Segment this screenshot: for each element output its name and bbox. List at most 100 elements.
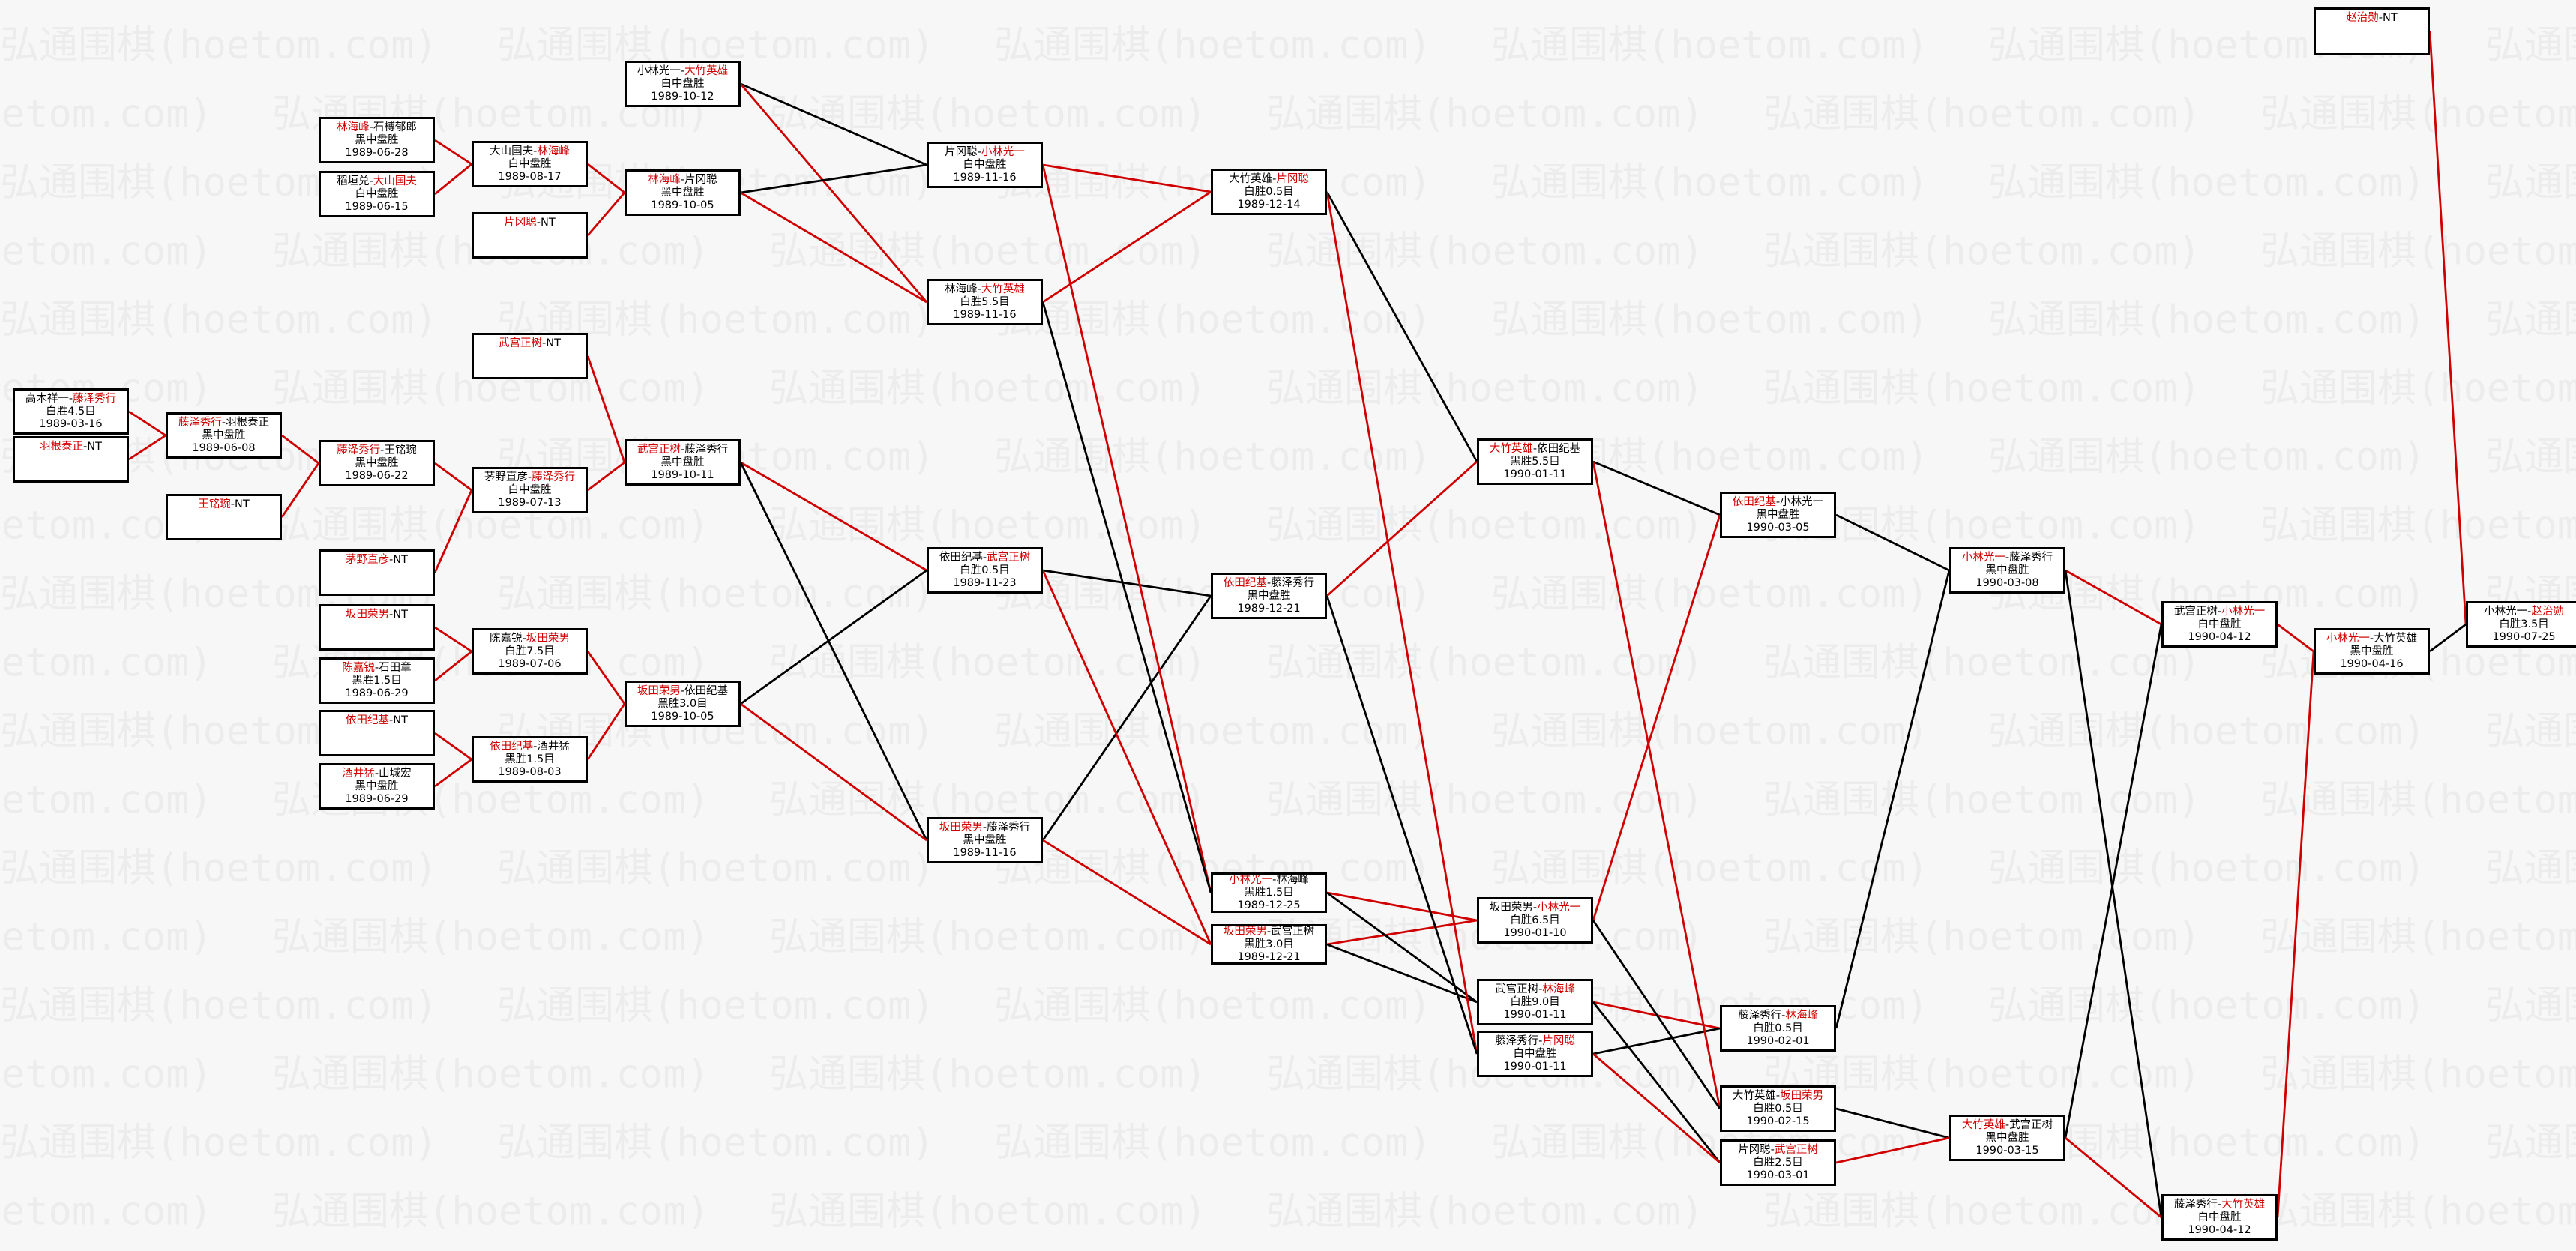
game-players: 小林光一-林海峰 (1229, 875, 1309, 887)
game-result: 白胜0.5目 (1753, 1022, 1803, 1034)
watermark-text: 弘通围棋(hoetom.com) (2260, 1052, 2576, 1097)
black-player: 藤泽秀行 (1738, 1009, 1782, 1022)
black-player: 茅野直彦 (484, 471, 528, 483)
game-box[interactable]: 赵治勋-NT (2314, 7, 2430, 55)
black-player: 依田纪基 (939, 551, 983, 564)
game-box[interactable]: 武宫正树-NT (472, 333, 588, 379)
game-box[interactable]: 坂田荣男-NT (319, 604, 435, 651)
bracket-line (740, 569, 927, 705)
black-player: 片冈聪 (945, 145, 978, 158)
bracket-line (128, 410, 166, 437)
bracket-line (587, 163, 625, 194)
bracket-line (434, 732, 472, 761)
game-players: 武宫正树-NT (499, 337, 561, 350)
game-date: 1989-07-13 (498, 496, 562, 509)
game-result: 白胜0.5目 (960, 564, 1010, 576)
white-player: 武宫正树 (987, 551, 1031, 564)
game-date: 1990-04-12 (2188, 1223, 2251, 1236)
game-players: 小林光一-大竹英雄 (637, 65, 728, 78)
game-result: 白胜5.5目 (960, 295, 1010, 308)
game-players: 依田纪基-酒井猛 (490, 741, 570, 753)
game-result: 黑中盘胜 (660, 186, 705, 199)
game-date: 1990-02-15 (1746, 1115, 1810, 1127)
black-player: 大山国夫 (490, 145, 534, 157)
bracket-line (280, 462, 320, 518)
player-separator: - (230, 498, 235, 510)
game-date: 1989-10-05 (651, 199, 714, 211)
game-result: 黑中盘胜 (1756, 508, 1800, 521)
game-box[interactable]: 羽根泰正-NT (13, 436, 129, 483)
game-box[interactable]: 茅野直彦-NT (319, 549, 435, 596)
white-player: 林海峰 (1542, 983, 1575, 995)
white-player: 藤泽秀行 (73, 392, 117, 405)
black-player: 陈嘉锐 (490, 632, 523, 645)
player-separator: - (389, 554, 394, 566)
watermark-text: 弘通围棋(hoetom.com) (1491, 709, 1929, 754)
watermark-text: 弘通围棋(hoetom.com) (1266, 92, 1704, 137)
bracket-line (2429, 623, 2467, 653)
game-players: 大竹英雄-片冈聪 (1229, 173, 1309, 186)
player-separator: - (977, 283, 981, 295)
bracket-line (586, 703, 626, 760)
bracket-line (1835, 513, 1950, 572)
game-box[interactable]: 片冈聪-NT (472, 212, 588, 259)
watermark-text: 弘通围棋(hoetom.com) (1266, 504, 1704, 549)
bracket-line (1042, 163, 1212, 193)
white-player: 林海峰 (537, 145, 570, 157)
white-player: 酒井猛 (537, 740, 570, 753)
black-player: 藤泽秀行 (178, 416, 222, 429)
game-result: 黑中盘胜 (1985, 1131, 2029, 1144)
player-separator: - (533, 145, 538, 157)
player-separator: - (536, 217, 541, 229)
game-result: 白中盘胜 (2197, 618, 2242, 630)
black-player: 林海峰 (648, 173, 681, 186)
game-result: 白中盘胜 (1513, 1047, 1557, 1060)
game-date: 1990-04-12 (2188, 630, 2251, 643)
watermark-text: 弘通围棋(hoetom.com) (994, 435, 1432, 480)
game-box[interactable]: 王铭琬-NT (166, 494, 282, 540)
game-players: 小林光一-赵治勋 (2484, 606, 2564, 618)
bracket-line (128, 434, 166, 461)
player-separator: - (1538, 983, 1543, 995)
game-box[interactable]: 依田纪基-NT (319, 710, 435, 756)
game-date: 1989-10-11 (651, 468, 714, 481)
